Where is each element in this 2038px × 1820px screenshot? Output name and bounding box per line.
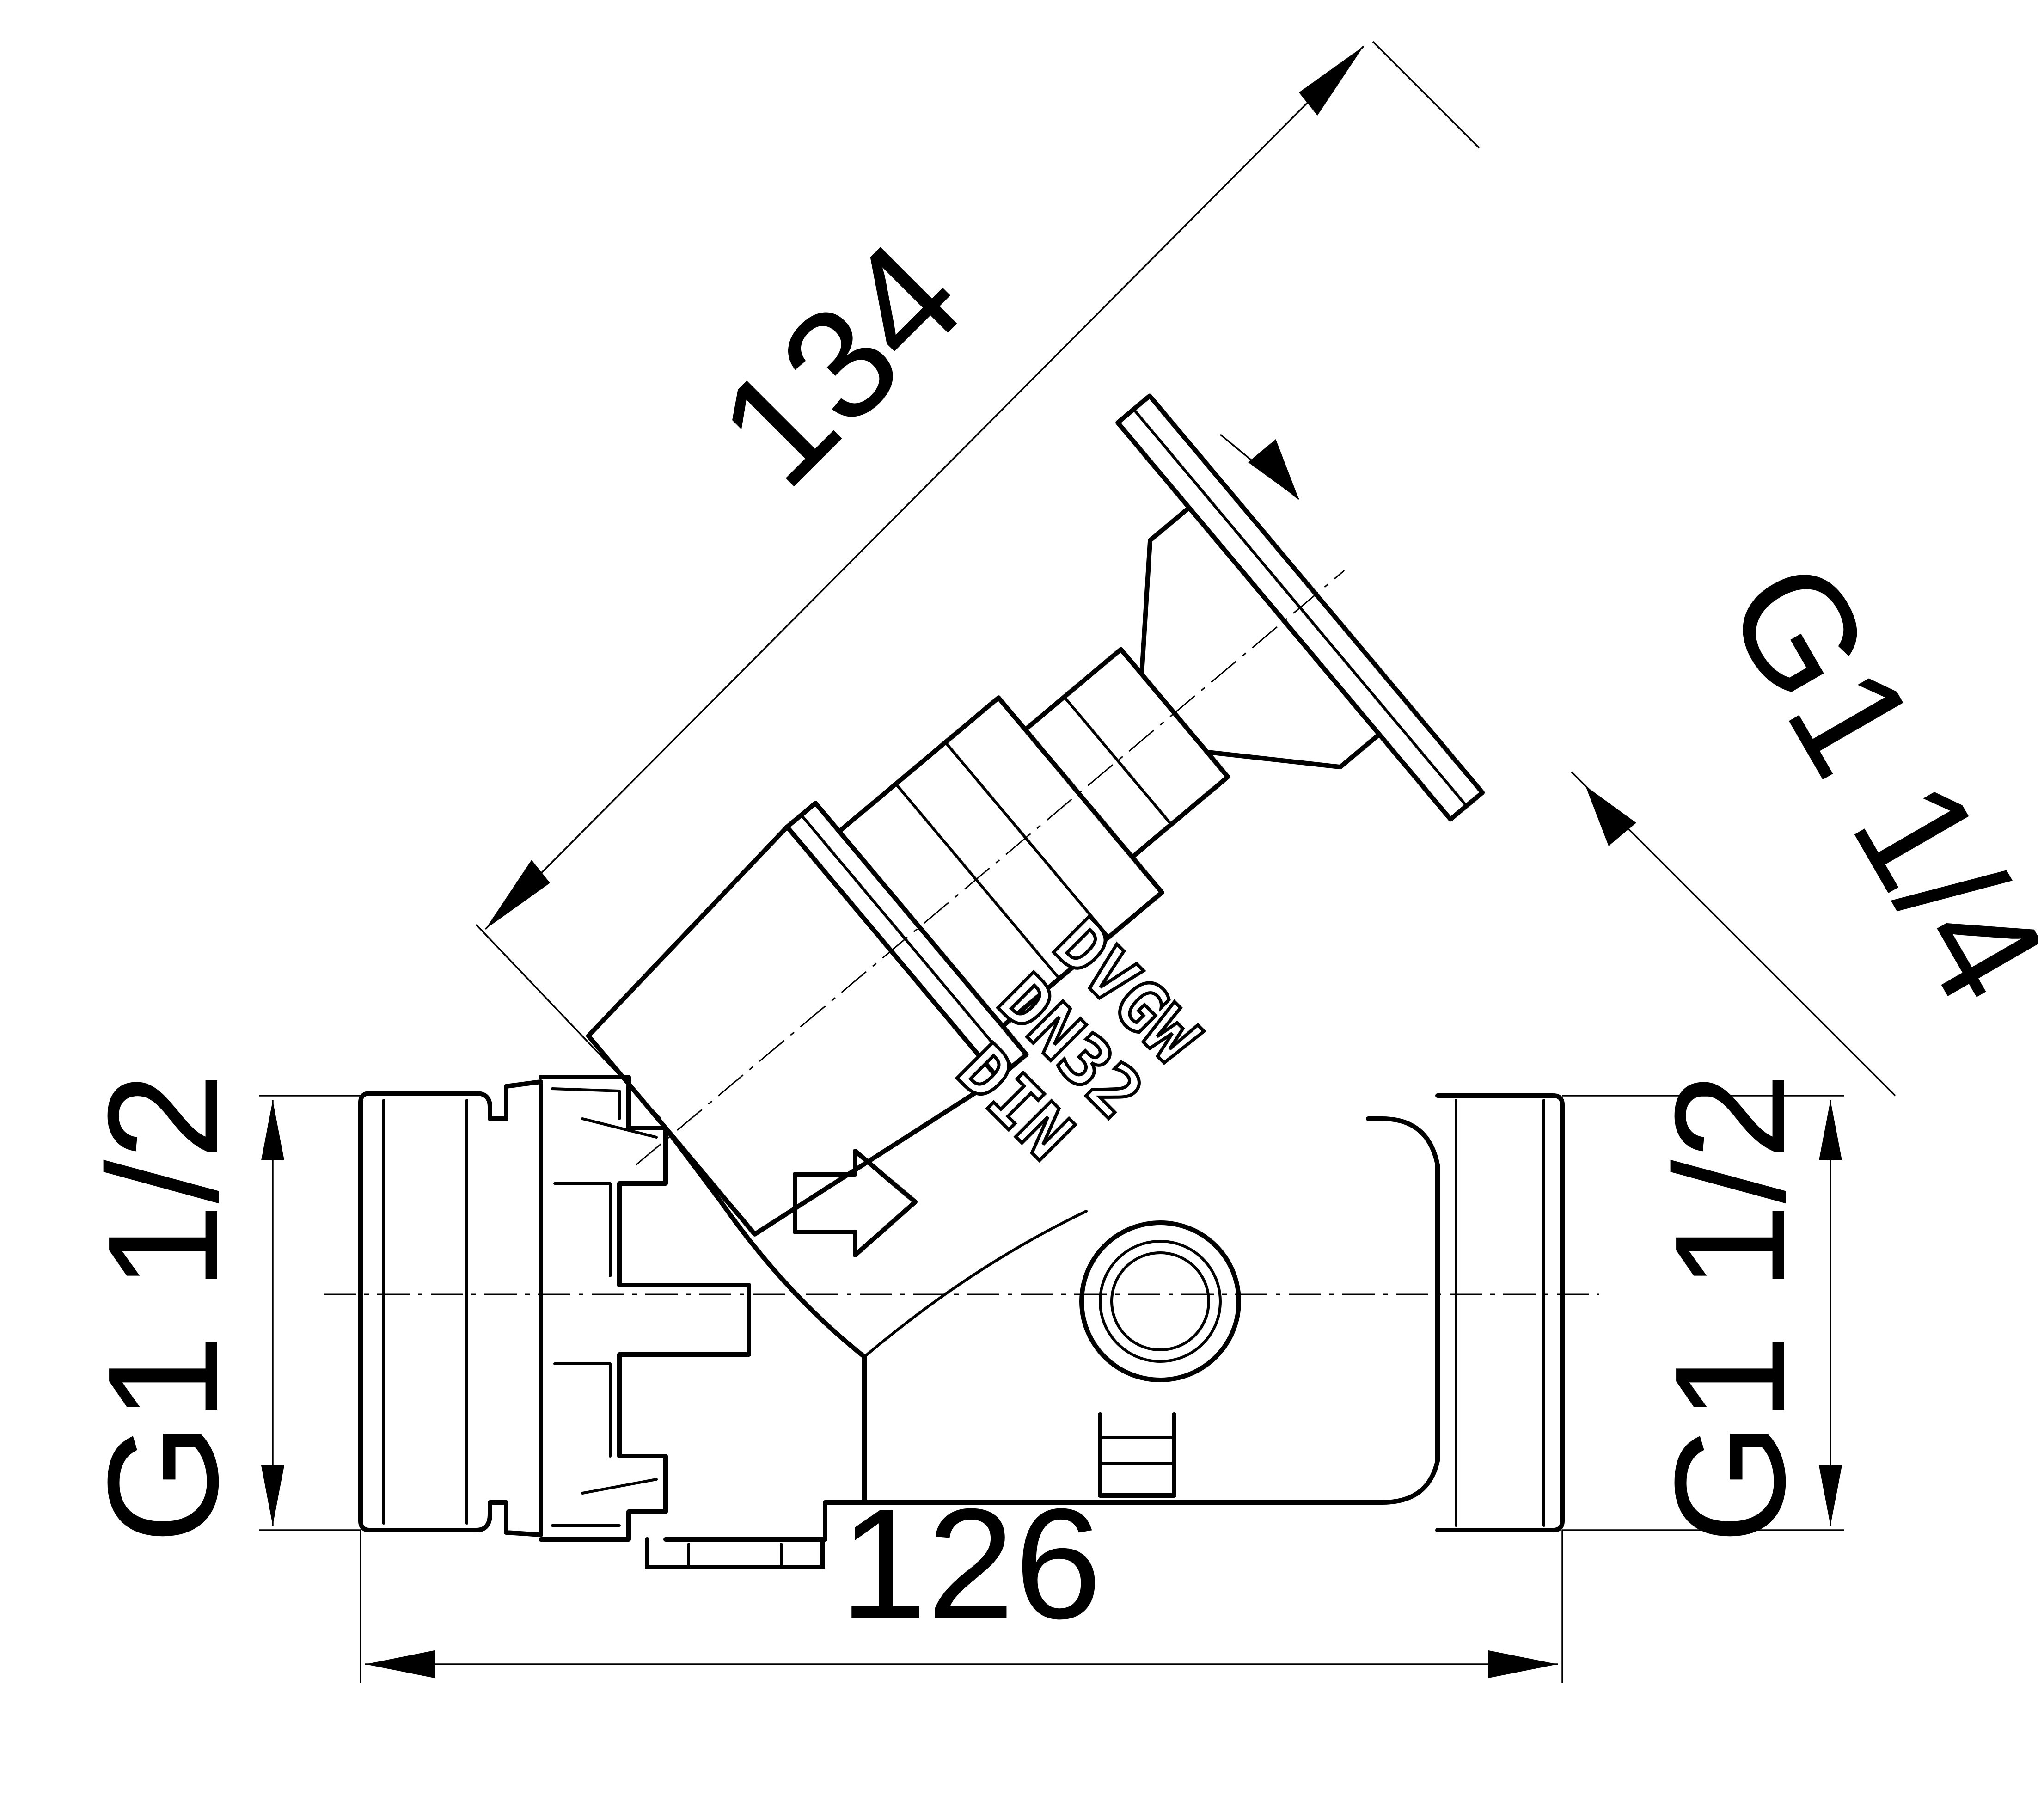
dimension-g1-half-right: G1 1/2 [1562, 1072, 1844, 1544]
test-port [1079, 1220, 1241, 1382]
left-union-nut [539, 1075, 751, 1542]
bonnet-assembly [586, 393, 1485, 1237]
drain-plug [645, 1537, 825, 1569]
dimension-g1-half-left: G1 1/2 [75, 1072, 361, 1544]
dimension-126: 126 [360, 1476, 1563, 1683]
dim-126-label: 126 [839, 1476, 1102, 1652]
dim-g1-half-left-label: G1 1/2 [75, 1072, 251, 1544]
dim-g1-quarter-label: G1 1/4 [1693, 534, 2038, 1030]
dim-134-label: 134 [685, 209, 995, 519]
dim-g1-half-right-label: G1 1/2 [1642, 1072, 1818, 1544]
dimension-134: 134 [475, 41, 1480, 1120]
left-end-fitting [358, 1079, 543, 1537]
central-body [663, 1126, 867, 1542]
right-end-fitting [1435, 1093, 1565, 1532]
flow-arrow-icon [793, 1149, 918, 1257]
drain-nipple [1098, 1412, 1176, 1498]
valve-body [358, 1075, 1565, 1569]
